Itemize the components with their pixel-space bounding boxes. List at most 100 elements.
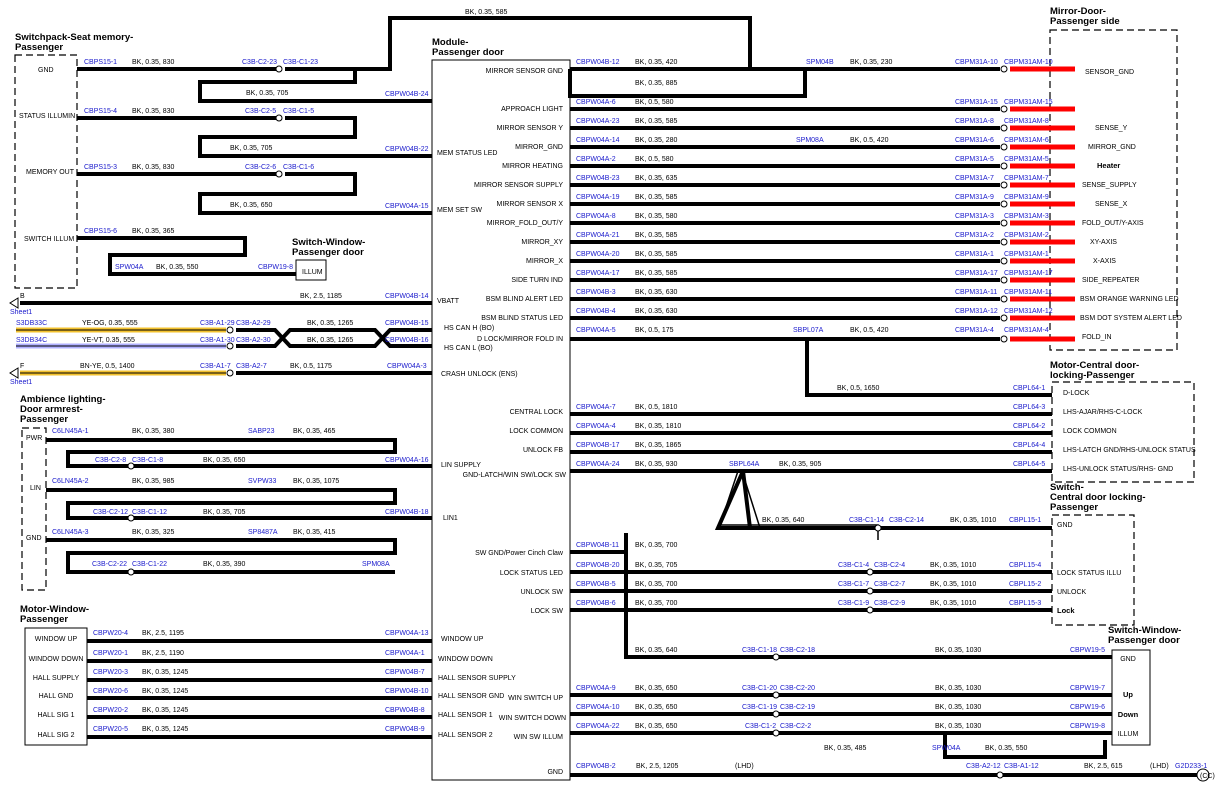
connector-label: C3B-C2-18 xyxy=(780,647,815,654)
connector-label: CBPL64-4 xyxy=(1013,442,1045,449)
connector-label: CBPW20-3 xyxy=(93,669,128,676)
wire-label: BK, 0.35, 630 xyxy=(635,289,678,296)
connector-label: C3B-C2-14 xyxy=(889,517,924,524)
connector-label: CBPM31A-8 xyxy=(955,118,994,125)
wire-label: BK, 0.35, 280 xyxy=(635,137,678,144)
connector-label: C3B-A2-12 xyxy=(966,763,1001,770)
wire-label: BK, 0.35, 650 xyxy=(203,457,246,464)
connector-label: C3B-C2-12 xyxy=(93,509,128,516)
wire-label: BK, 0.35, 1030 xyxy=(935,704,981,711)
connector-label: CBPW04A-19 xyxy=(576,194,620,201)
pin-label: LHS-LATCH GND/RHS-UNLOCK STATUS xyxy=(1063,447,1196,454)
pin-label: WINDOW UP xyxy=(35,636,78,643)
connector-label: CBPW04B-18 xyxy=(385,509,429,516)
pin-label: HALL SIG 1 xyxy=(37,712,74,719)
wire-label: BK, 0.35, 465 xyxy=(293,428,336,435)
pin-label: GND-LATCH/WIN SW/LOCK SW xyxy=(463,472,567,479)
pin-label: GND xyxy=(1057,522,1073,529)
pin-label: ILLUM xyxy=(1118,731,1139,738)
pin-label: MIRROR SENSOR X xyxy=(496,201,563,208)
connector-label: CBPW04A-2 xyxy=(576,156,616,163)
connector-dot xyxy=(1000,105,1008,113)
connector-label: CBPM31AM-17 xyxy=(1004,270,1053,277)
connector-label: CBPM31AM-8 xyxy=(1004,118,1049,125)
heading-line: Passenger door xyxy=(292,247,364,258)
pin-label: PWR xyxy=(26,435,42,442)
connector-label: CBPW04B-17 xyxy=(576,442,620,449)
connector-label: CBPM31AM-3 xyxy=(1004,213,1049,220)
wire xyxy=(570,693,1112,735)
connector-label: SBPL07A xyxy=(793,327,824,334)
wire xyxy=(570,107,1000,341)
wire-label: BN-YE, 0.5, 1400 xyxy=(80,363,135,370)
wire-label: BK, 0.35, 550 xyxy=(985,745,1028,752)
wire xyxy=(568,69,807,98)
wire-label: BK, 0.35, 1010 xyxy=(930,581,976,588)
wire-label: BK, 0.35, 650 xyxy=(635,685,678,692)
module-heading: Module-Passenger door xyxy=(432,37,504,58)
connector-label: SPW04A xyxy=(115,264,144,271)
connector-label: C3B-C1-8 xyxy=(132,457,163,464)
pin-label: BSM BLIND STATUS LED xyxy=(481,315,563,322)
wire-label: BK, 0.35, 640 xyxy=(635,647,678,654)
connector-label: C3B-C1-22 xyxy=(132,561,167,568)
connector-label: C3B-C1-14 xyxy=(849,517,884,524)
connector-label: CBPW04B-14 xyxy=(385,293,429,300)
wire-label: BK, 0.35, 550 xyxy=(156,264,199,271)
connector-label: CBPW04A-4 xyxy=(576,423,616,430)
connector-label: CBPM31A-12 xyxy=(955,308,998,315)
connector-label: C3B-C1-20 xyxy=(742,685,777,692)
connector-label: CBPW04B-7 xyxy=(385,669,425,676)
wire-labels: BK, 0.35, 585 BK, 0.35, 830 BK, 0.35, 70… xyxy=(80,9,1215,780)
connector-dot xyxy=(866,606,874,614)
pin-label: UNLOCK xyxy=(1057,589,1087,596)
pin-label: WIN SW ILLUM xyxy=(514,734,564,741)
pin-label: HS CAN H (BO) xyxy=(444,325,494,332)
connector-label: CBPW20-6 xyxy=(93,688,128,695)
connector-label: Sheet1 xyxy=(10,309,32,316)
connector-label: C3B-C1-19 xyxy=(742,704,777,711)
pin-label: SW GND/Power Cinch Claw xyxy=(475,550,564,557)
pin-label: LIN1 xyxy=(443,515,458,522)
wire-label: BK, 0.35, 830 xyxy=(132,59,175,66)
motor-window-pins: WINDOW UP WINDOW DOWN HALL SUPPLY HALL G… xyxy=(29,636,84,739)
pin-label: MEM SET SW xyxy=(437,207,482,214)
pin-label: X-AXIS xyxy=(1093,258,1116,265)
pin-label: LHS-UNLOCK STATUS/RHS- GND xyxy=(1063,466,1173,473)
wire-label: (LHD) xyxy=(1150,763,1169,770)
connector-dots xyxy=(127,65,1008,779)
offsheet-arrow-icon xyxy=(9,367,19,379)
wire-label: BK, 0.5, 1810 xyxy=(635,404,678,411)
wire xyxy=(943,733,1107,759)
pin-label: CENTRAL LOCK xyxy=(510,409,564,416)
wire-label: BK, 0.35, 700 xyxy=(635,542,678,549)
heading-line: Door armrest- xyxy=(20,404,83,415)
connector-label: CBPW04B-20 xyxy=(576,562,620,569)
connector-label: B xyxy=(20,293,25,300)
connector-label: CBPM31A-5 xyxy=(955,156,994,163)
pin-label: Up xyxy=(1123,690,1133,699)
pin-label: SWITCH ILLUM xyxy=(24,236,74,243)
pin-label: ILLUM xyxy=(302,269,323,276)
mirror-box xyxy=(1049,29,1178,351)
wire-label: BK, 0.35, 985 xyxy=(132,478,175,485)
connector-label: CBPL64-5 xyxy=(1013,461,1045,468)
connector-label: CBPW04A-1 xyxy=(385,650,425,657)
pin-label: FOLD_IN xyxy=(1082,334,1112,341)
pin-label: HALL SENSOR 1 xyxy=(438,712,493,719)
connector-label: CBPM31A-1 xyxy=(955,251,994,258)
connector-label: CBPW04B-2 xyxy=(576,763,616,770)
connector-dot xyxy=(1000,162,1008,170)
connector-label: F xyxy=(20,363,24,370)
connector-label: CBPM31AM-9 xyxy=(1004,194,1049,201)
wire-label: BK, 0.5, 1650 xyxy=(837,385,880,392)
wire-label: BK, 0.35, 1030 xyxy=(935,647,981,654)
connector-label: CBPW19-7 xyxy=(1070,685,1105,692)
pin-label: SENSE_Y xyxy=(1095,125,1128,132)
pin-label: GND xyxy=(38,67,54,74)
connector-label: CBPW04B-22 xyxy=(385,146,429,153)
connector-label: CBPM31A-15 xyxy=(955,99,998,106)
connector-labels: CBPS15-1 C3B-C2-23 C3B-C1-23 CBPW04B-24 … xyxy=(10,59,1207,770)
pin-label: LOCK STATUS ILLU xyxy=(1057,570,1121,577)
